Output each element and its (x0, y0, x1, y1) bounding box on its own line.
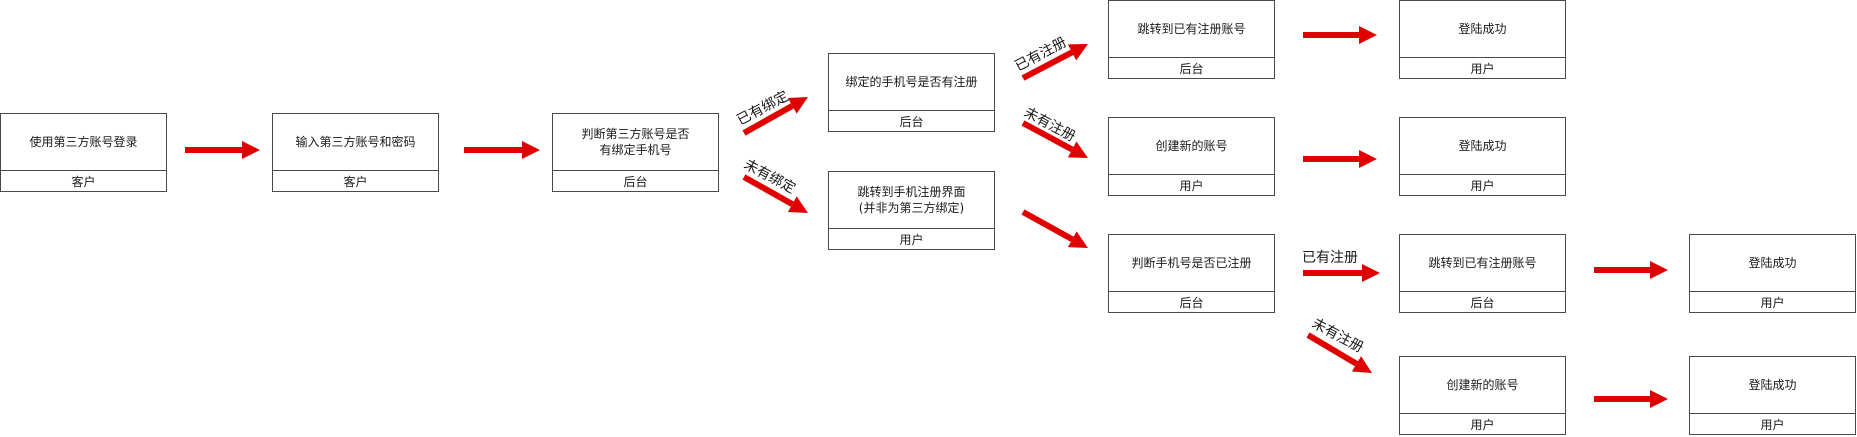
node-role: 用户 (1400, 57, 1565, 78)
node-role: 后台 (1109, 57, 1274, 78)
arrow-n4-n6 (1021, 44, 1088, 81)
node-text: 登陆成功 (1458, 139, 1507, 153)
node-check-phone-registered: 判断手机号是否已注册 后台 (1108, 234, 1275, 313)
node-role: 客户 (1, 170, 166, 191)
node-role: 用户 (829, 228, 994, 249)
node-text: 跳转到已有注册账号 (1137, 22, 1246, 36)
node-check-phone-bound: 判断第三方账号是否 有绑定手机号 后台 (552, 113, 719, 192)
arrow-n2-n3 (464, 141, 540, 159)
arrow-n4-n8 (1021, 120, 1088, 158)
arrow-n3-n4 (742, 97, 808, 136)
node-text: 跳转到已有注册账号 (1428, 256, 1537, 270)
node-enter-credentials: 输入第三方账号和密码 客户 (272, 113, 439, 192)
node-text: 输入第三方账号和密码 (295, 135, 416, 149)
node-text: 判断手机号是否已注册 (1131, 256, 1252, 270)
arrow-n3-n5 (742, 174, 808, 213)
node-goto-existing-account-2: 跳转到已有注册账号 后台 (1399, 234, 1566, 313)
node-text: 绑定的手机号是否有注册 (845, 75, 978, 89)
node-role: 后台 (553, 170, 718, 191)
arrow-n10-n13 (1306, 332, 1372, 373)
node-text: 判断第三方账号是否 有绑定手机号 (581, 127, 690, 157)
node-create-account-1: 创建新的账号 用户 (1108, 117, 1275, 196)
node-text: 使用第三方账号登录 (29, 135, 138, 149)
node-text: 创建新的账号 (1446, 378, 1519, 392)
node-third-party-login: 使用第三方账号登录 客户 (0, 113, 167, 192)
node-login-success-3: 登陆成功 用户 (1689, 234, 1856, 313)
node-goto-phone-register: 跳转到手机注册界面 (并非为第三方绑定) 用户 (828, 171, 995, 250)
node-text: 登陆成功 (1748, 378, 1797, 392)
arrow-n11-n12 (1594, 261, 1668, 279)
node-text: 跳转到手机注册界面 (并非为第三方绑定) (857, 185, 966, 215)
node-role: 后台 (829, 110, 994, 131)
node-login-success-2: 登陆成功 用户 (1399, 117, 1566, 196)
node-check-bound-phone-registered: 绑定的手机号是否有注册 后台 (828, 53, 995, 132)
arrow-n8-n9 (1303, 150, 1377, 168)
arrow-n10-n11 (1303, 264, 1380, 282)
node-role: 后台 (1109, 291, 1274, 312)
node-text: 创建新的账号 (1155, 139, 1228, 153)
node-role: 用户 (1690, 291, 1855, 312)
node-login-success-1: 登陆成功 用户 (1399, 0, 1566, 79)
node-role: 后台 (1400, 291, 1565, 312)
node-text: 登陆成功 (1748, 256, 1797, 270)
node-role: 用户 (1400, 174, 1565, 195)
node-role: 用户 (1400, 413, 1565, 434)
edge-label-registered-2: 已有注册 (1302, 250, 1358, 266)
arrow-n6-n7 (1303, 26, 1377, 44)
node-login-success-4: 登陆成功 用户 (1689, 356, 1856, 435)
node-role: 客户 (273, 170, 438, 191)
arrow-n1-n2 (185, 141, 260, 159)
node-role: 用户 (1690, 413, 1855, 434)
arrow-n5-n10 (1021, 209, 1088, 248)
node-text: 登陆成功 (1458, 22, 1507, 36)
node-role: 用户 (1109, 174, 1274, 195)
node-create-account-2: 创建新的账号 用户 (1399, 356, 1566, 435)
node-goto-existing-account-1: 跳转到已有注册账号 后台 (1108, 0, 1275, 79)
arrow-n13-n14 (1594, 390, 1668, 408)
